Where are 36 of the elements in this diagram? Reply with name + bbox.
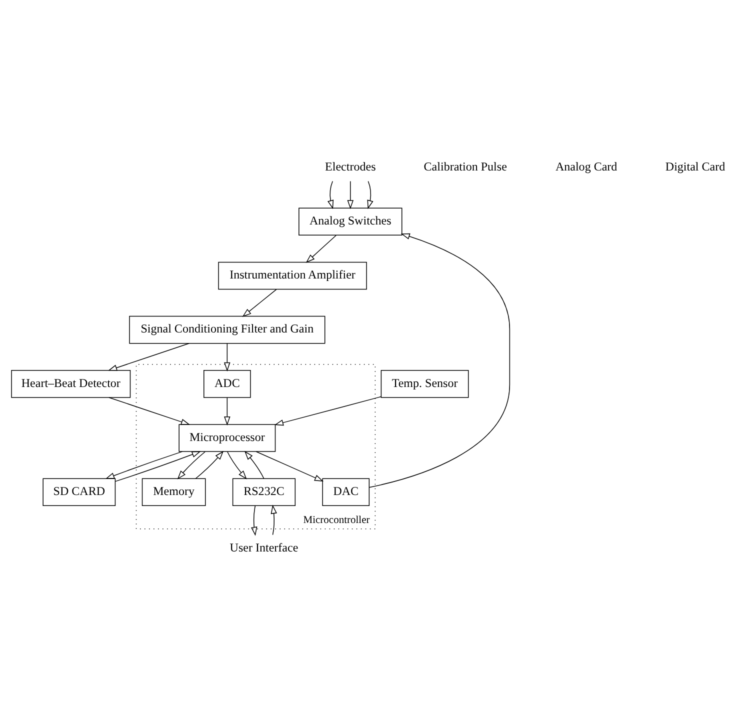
- arrow: [108, 343, 190, 371]
- node-box: Instrumentation Amplifier: [218, 262, 367, 290]
- arrow: [105, 451, 183, 479]
- arrow: [270, 504, 278, 536]
- arrow: [244, 450, 264, 479]
- node-box: DAC: [322, 478, 370, 506]
- arrow: [274, 396, 382, 426]
- node-box: Microprocessor: [178, 424, 276, 452]
- label: Analog Card: [555, 159, 618, 174]
- arrow: [227, 451, 247, 480]
- node-box: Analog Switches: [298, 208, 402, 236]
- node-box: Signal Conditioning Filter and Gain: [129, 316, 326, 344]
- node-text: Electrodes: [325, 159, 376, 174]
- arrow: [224, 397, 230, 426]
- node-box: Memory: [142, 478, 206, 506]
- arrow: [256, 451, 324, 482]
- arrow: [367, 180, 374, 210]
- node-box: Temp. Sensor: [380, 370, 469, 398]
- arrow: [177, 451, 206, 480]
- node-box: Heart–Beat Detector: [11, 370, 131, 398]
- node-box: SD CARD: [42, 478, 116, 506]
- arrow: [250, 506, 258, 536]
- label: Digital Card: [665, 159, 726, 174]
- node-box: ADC: [204, 370, 251, 398]
- arrow: [242, 289, 277, 317]
- node-box: RS232C: [232, 478, 296, 506]
- arrow: [368, 233, 510, 488]
- arrow: [195, 450, 224, 479]
- arrow: [347, 180, 354, 210]
- label: Calibration Pulse: [424, 159, 507, 174]
- node-text: User Interface: [230, 540, 298, 554]
- arrow: [108, 397, 190, 425]
- arrow: [306, 235, 336, 263]
- arrow: [224, 343, 230, 372]
- arrow: [114, 451, 201, 482]
- arrow: [328, 180, 334, 210]
